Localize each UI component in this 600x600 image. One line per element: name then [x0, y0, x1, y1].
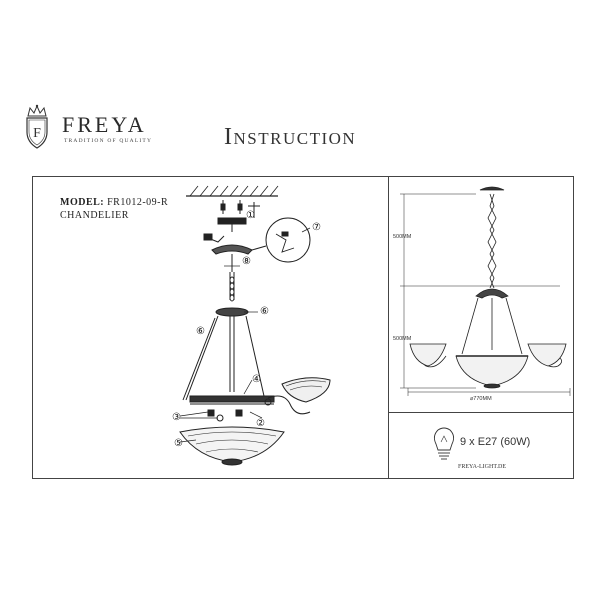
- dim-width: ⌀770MM: [470, 396, 492, 402]
- dim-chain-height: 500MM: [393, 234, 412, 240]
- callout-8: ⑧: [242, 256, 251, 267]
- callout-4: ④: [252, 374, 261, 385]
- light-bulb-icon: [433, 427, 455, 460]
- ceiling-hatch: [189, 185, 279, 197]
- model-code: FR1012-09-R: [107, 197, 169, 208]
- dim-body-height: 500MM: [393, 336, 412, 342]
- product-type: CHANDELIER: [60, 210, 129, 221]
- vertical-divider: [388, 176, 389, 479]
- callout-2: ②: [256, 418, 265, 429]
- content-frame: [32, 176, 574, 479]
- footer-code: FREYA-LIGHT.DE: [458, 464, 507, 470]
- model-label: MODEL:: [60, 197, 105, 208]
- horizontal-divider: [388, 412, 574, 413]
- callout-1: ①: [246, 210, 255, 221]
- callout-5: ⑤: [174, 438, 183, 449]
- bulb-spec: 9 x E27 (60W): [460, 436, 531, 448]
- brand-tagline: TRADITION OF QUALITY: [64, 138, 153, 144]
- brand-name: FREYA: [62, 112, 147, 137]
- page-title: Instruction: [224, 124, 357, 150]
- assembly-diagram: [179, 185, 331, 466]
- callout-3: ③: [172, 412, 181, 423]
- logo-emblem-icon: F: [26, 104, 48, 149]
- callouts: ① ② ③ ④ ⑤ ⑥ ⑥ ⑦ ⑧: [172, 210, 321, 449]
- callout-7: ⑦: [312, 222, 321, 233]
- callout-6b: ⑥: [196, 326, 205, 337]
- model-line: MODEL: FR1012-09-R: [60, 197, 168, 208]
- chain: [229, 276, 235, 302]
- dimension-diagram: [400, 186, 571, 396]
- svg-text:F: F: [33, 126, 41, 141]
- callout-6a: ⑥: [260, 306, 269, 317]
